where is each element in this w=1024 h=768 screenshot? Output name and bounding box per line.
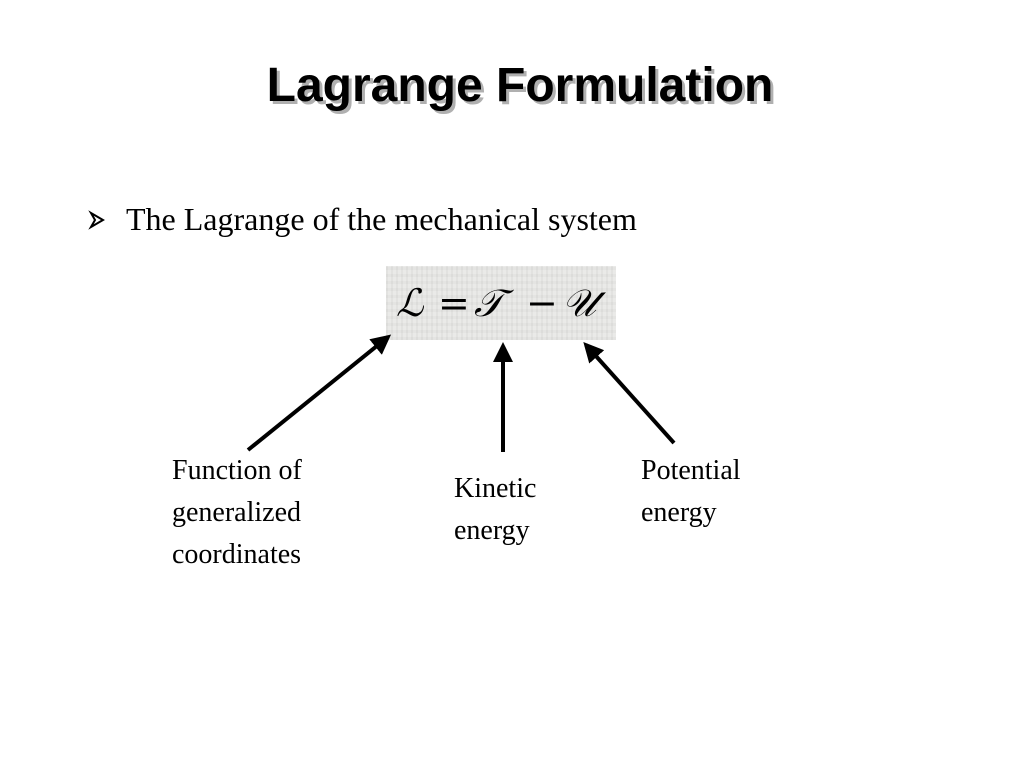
- bullet-item: The Lagrange of the mechanical system: [88, 198, 637, 238]
- lagrangian-annotation: Function of generalized coordinates: [172, 450, 302, 576]
- potential-energy-annotation: Potential energy: [641, 450, 741, 534]
- lagrangian-equation: ℒ = 𝒯 − 𝒰: [386, 266, 616, 340]
- slide-title: Lagrange Formulation: [266, 59, 774, 112]
- annotation-line: Potential: [641, 455, 741, 486]
- lagrangian-symbol: ℒ: [396, 281, 425, 325]
- potential-arrow: [583, 342, 676, 445]
- annotation-line: generalized: [172, 497, 302, 528]
- bullet-text: The Lagrange of the mechanical system: [126, 201, 637, 238]
- lagrangian-arrow: [246, 334, 392, 452]
- equals-sign: =: [438, 281, 470, 325]
- minus-sign: −: [526, 281, 558, 325]
- annotation-line: Kinetic: [454, 473, 537, 504]
- annotation-line: energy: [454, 515, 530, 546]
- kinetic-energy-annotation: Kinetic energy: [454, 468, 536, 552]
- potential-energy-symbol: 𝒰: [562, 281, 606, 325]
- annotation-line: energy: [641, 497, 717, 528]
- annotation-line: Function of: [172, 455, 302, 486]
- kinetic-energy-symbol: 𝒯: [474, 281, 514, 325]
- arrowhead-bullet-icon: [88, 209, 126, 230]
- annotation-line: coordinates: [172, 539, 302, 570]
